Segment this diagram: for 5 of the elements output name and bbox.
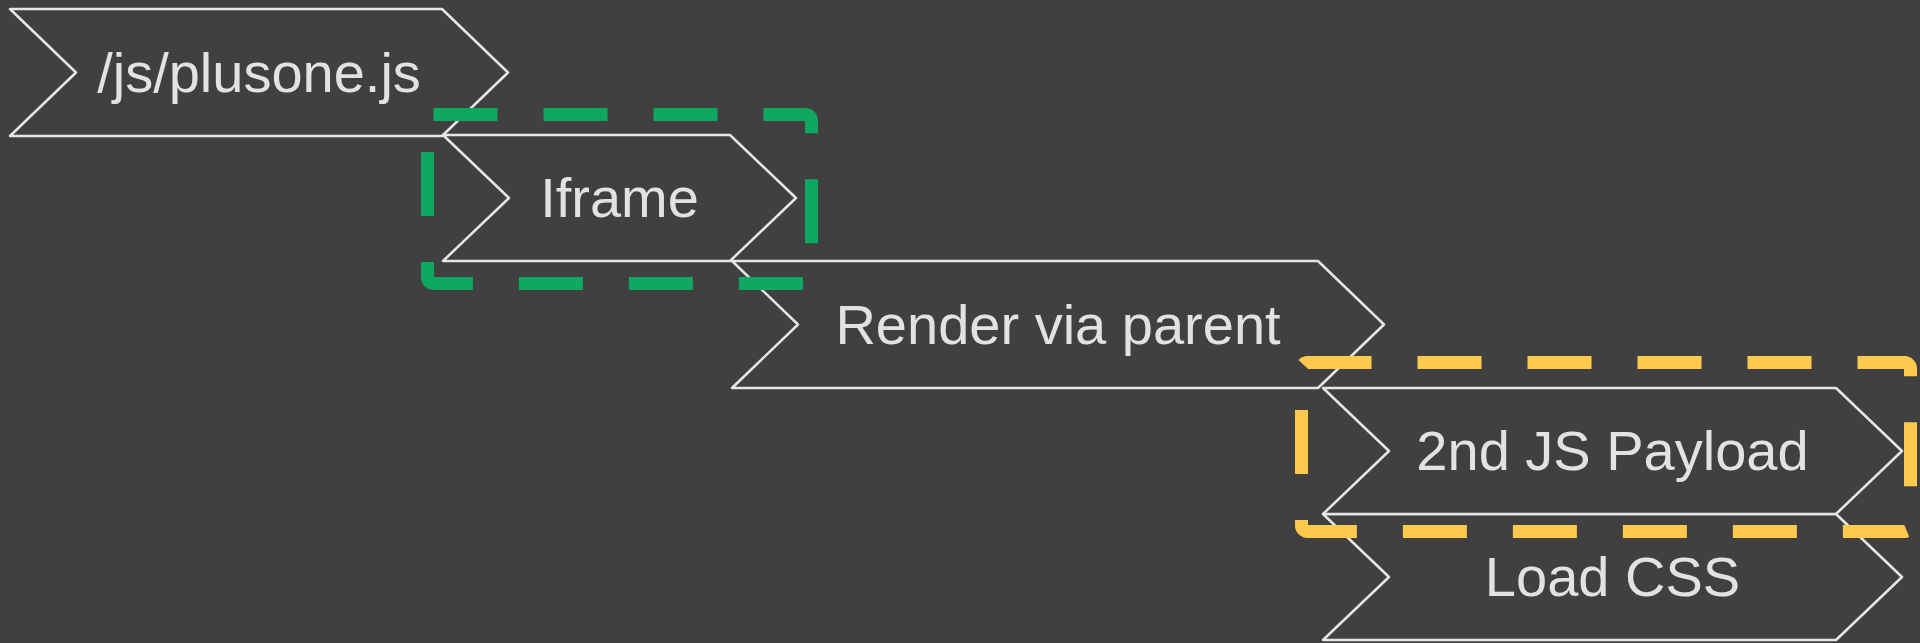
step-label: Render via parent: [835, 293, 1281, 356]
step-label: Iframe: [540, 167, 699, 229]
step-label: /js/plusone.js: [97, 41, 421, 104]
step-label: 2nd JS Payload: [1416, 420, 1809, 482]
step-label: Load CSS: [1484, 546, 1741, 608]
